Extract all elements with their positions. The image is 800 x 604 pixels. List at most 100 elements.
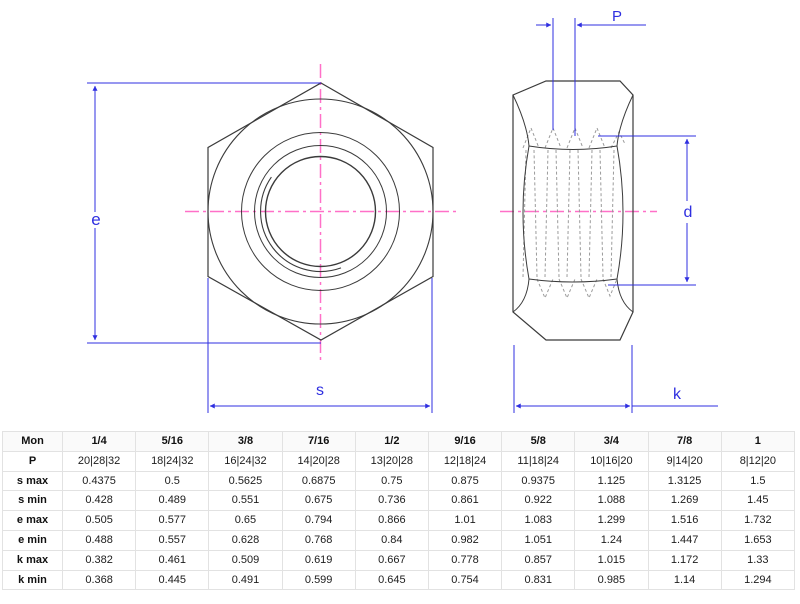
- table-cell: 0.428: [61, 490, 137, 512]
- table-cell: 12|18|24: [427, 450, 503, 472]
- table-cell: 1.299: [574, 510, 649, 531]
- table-cell: 1.172: [647, 549, 722, 571]
- table-cell: 0.645: [354, 569, 429, 591]
- table-cell: 1.3125: [647, 470, 722, 492]
- table-cell: 0.754: [427, 569, 503, 591]
- table-cell: 1.14: [647, 569, 722, 591]
- table-cell: 9|14|20: [647, 450, 722, 472]
- table-cell: 1.24: [574, 529, 649, 551]
- row-label: k min: [2, 569, 63, 591]
- table-cell: 1.45: [720, 490, 796, 512]
- table-cell: 0.505: [61, 510, 137, 531]
- table-cell: 1.447: [647, 529, 722, 551]
- table-cell: 1.294: [720, 569, 796, 591]
- thread-runout-arc: [260, 176, 342, 273]
- table-cell: 1.732: [720, 510, 796, 531]
- table-cell: 0.831: [501, 569, 576, 591]
- table-cell: 0.84: [354, 529, 429, 551]
- table-cell: 0.794: [281, 510, 356, 531]
- column-header: 9/16: [427, 431, 503, 452]
- row-label: P: [2, 450, 63, 472]
- table-cell: 0.5: [135, 470, 210, 492]
- chamfer-circle: [241, 132, 400, 291]
- table-cell: 1.125: [574, 470, 649, 492]
- front-view: e s: [87, 64, 457, 413]
- table-cell: 20|28|32: [61, 450, 137, 472]
- dim-label-s: s: [316, 382, 324, 399]
- row-label: k max: [2, 549, 63, 571]
- row-label: e min: [2, 529, 63, 551]
- table-cell: 10|16|20: [574, 450, 649, 472]
- table-cell: 0.445: [135, 569, 210, 591]
- table-cell: 16|24|32: [208, 450, 283, 472]
- table-cell: 0.875: [427, 470, 503, 492]
- table-cell: 0.861: [427, 490, 503, 512]
- table-cell: 0.866: [354, 510, 429, 531]
- table-cell: 0.599: [281, 569, 356, 591]
- table-cell: 0.461: [135, 549, 210, 571]
- table-cell: 0.857: [501, 549, 576, 571]
- table-cell: 0.922: [501, 490, 576, 512]
- table-cell: 1.5: [720, 470, 796, 492]
- table-cell: 1.051: [501, 529, 576, 551]
- table-cell: 18|24|32: [135, 450, 210, 472]
- thread-pattern: [522, 126, 626, 300]
- technical-drawing: e s: [87, 8, 718, 413]
- table-cell: 0.551: [208, 490, 283, 512]
- table-cell: 0.736: [354, 490, 429, 512]
- table-cell: 0.509: [208, 549, 283, 571]
- column-header: 1/2: [354, 431, 429, 452]
- table-cell: 13|20|28: [354, 450, 429, 472]
- row-label: e max: [2, 510, 63, 531]
- table-cell: 0.4375: [61, 470, 137, 492]
- table-cell: 0.5625: [208, 470, 283, 492]
- table-cell: 0.368: [61, 569, 137, 591]
- table-cell: 0.9375: [501, 470, 576, 492]
- table-cell: 0.985: [574, 569, 649, 591]
- dim-label-e: e: [91, 210, 100, 229]
- column-header: 5/8: [501, 431, 576, 452]
- table-cell: 0.65: [208, 510, 283, 531]
- side-view: P d k: [500, 8, 718, 413]
- table-cell: 0.577: [135, 510, 210, 531]
- table-cell: 0.489: [135, 490, 210, 512]
- table-cell: 1.015: [574, 549, 649, 571]
- table-cell: 0.768: [281, 529, 356, 551]
- table-cell: 0.778: [427, 549, 503, 571]
- table-cell: 1.01: [427, 510, 503, 531]
- column-header: 1: [720, 431, 796, 452]
- column-header: 1/4: [61, 431, 137, 452]
- table-cell: 0.628: [208, 529, 283, 551]
- table-cell: 0.557: [135, 529, 210, 551]
- nut-outline: [512, 80, 634, 341]
- table-cell: 1.269: [647, 490, 722, 512]
- bore-circle: [264, 155, 377, 268]
- table-cell: 1.33: [720, 549, 796, 571]
- table-cell: 0.488: [61, 529, 137, 551]
- table-cell: 0.6875: [281, 470, 356, 492]
- table-cell: 1.083: [501, 510, 576, 531]
- inscribed-circle: [207, 98, 434, 325]
- column-header: 3/4: [574, 431, 649, 452]
- table-cell: 1.516: [647, 510, 722, 531]
- table-cell: 0.667: [354, 549, 429, 571]
- column-header: 5/16: [135, 431, 210, 452]
- row-label: s max: [2, 470, 63, 492]
- thread-major-circle: [254, 145, 387, 278]
- row-label: s min: [2, 490, 63, 512]
- column-header: 7/16: [281, 431, 356, 452]
- table-cell: 0.382: [61, 549, 137, 571]
- table-cell: 1.653: [720, 529, 796, 551]
- hexagon-outline: [207, 82, 434, 341]
- table-cell: 8|12|20: [720, 450, 796, 472]
- table-cell: 14|20|28: [281, 450, 356, 472]
- column-header: 7/8: [647, 431, 722, 452]
- table-cell: 0.675: [281, 490, 356, 512]
